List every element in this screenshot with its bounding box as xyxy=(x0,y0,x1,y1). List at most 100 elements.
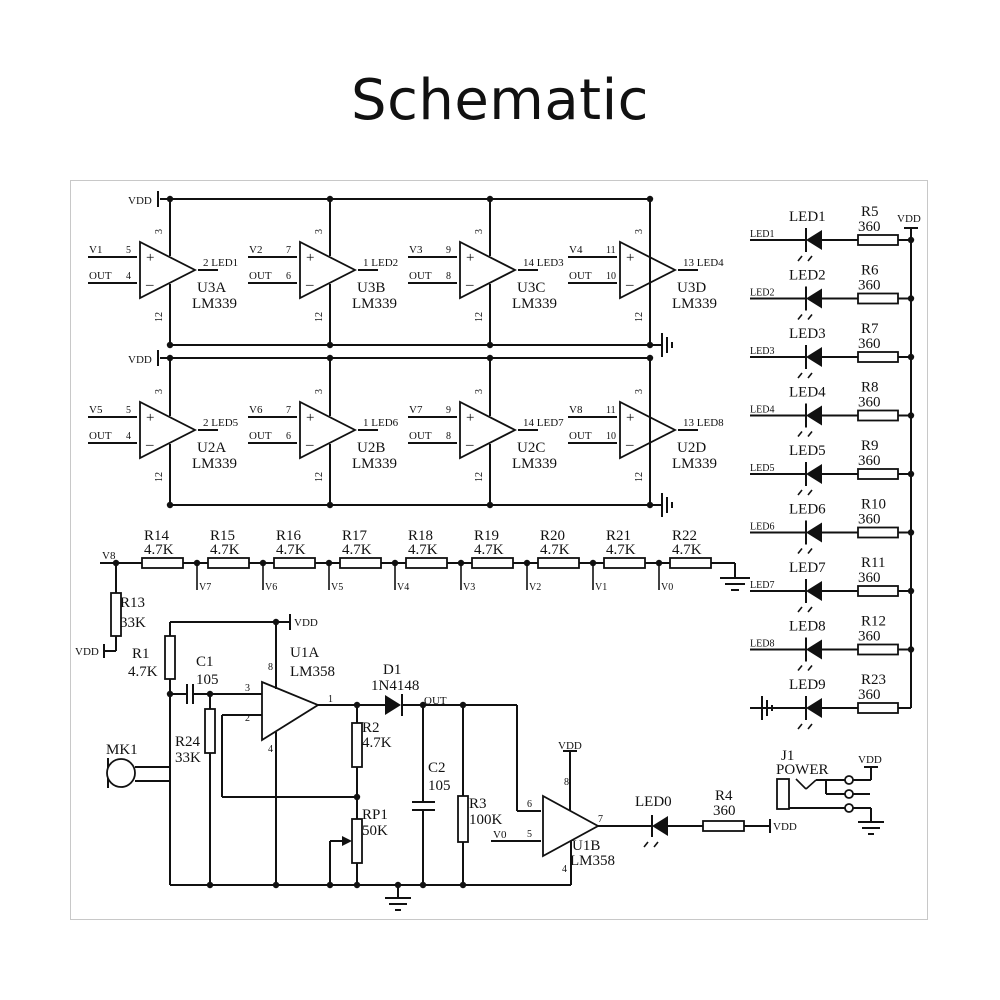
comparator-plus-net: V5 xyxy=(89,404,103,416)
junction-dot xyxy=(326,881,334,889)
led-ref: LED5 xyxy=(789,443,826,459)
comparator-vcc-pin: 3 xyxy=(154,389,165,394)
comparator-plus-pin: 11 xyxy=(606,405,616,416)
led-ref: LED2 xyxy=(789,268,826,284)
vdd-label-led-bank: VDD xyxy=(897,213,921,225)
u1b-plus-net: V0 xyxy=(493,829,507,841)
minus-sign: – xyxy=(465,437,474,453)
divider-resistor-ref: R21 xyxy=(606,528,631,544)
junction-dot xyxy=(486,501,494,509)
led-net-label: LED6 xyxy=(750,522,774,533)
led-resistor-value: 360 xyxy=(858,336,881,352)
comparator-vcc-pin: 3 xyxy=(634,229,645,234)
comparator-plus-pin: 7 xyxy=(286,405,291,416)
led-icon xyxy=(806,698,822,718)
led-resistor-ref: R5 xyxy=(861,204,879,220)
comparator-plus-pin: 7 xyxy=(286,245,291,256)
light-arrow-icon xyxy=(807,372,813,379)
led-ref: LED9 xyxy=(789,677,826,693)
light-arrow-icon xyxy=(807,606,813,613)
junction-dot xyxy=(326,354,334,362)
comparator-output-label: 13 LED4 xyxy=(683,257,724,269)
comparator-gnd-pin: 12 xyxy=(154,472,165,482)
light-arrow-icon xyxy=(807,489,813,496)
junction-dot xyxy=(353,701,361,709)
led-resistor-ref: R9 xyxy=(861,438,879,454)
comparator-output-label: 1 LED2 xyxy=(363,257,398,269)
comparator-part: LM339 xyxy=(672,456,717,472)
comparator-output-label: 13 LED8 xyxy=(683,417,724,429)
divider-resistor xyxy=(339,557,382,569)
junction-dot xyxy=(326,195,334,203)
comparator-symbol xyxy=(459,400,517,460)
junction-dot xyxy=(326,341,334,349)
led-resistor-ref: R11 xyxy=(861,555,885,571)
divider-resistor xyxy=(273,557,316,569)
led-net-label: LED2 xyxy=(750,288,774,299)
plus-sign: + xyxy=(466,410,474,426)
light-arrow-icon xyxy=(653,841,659,848)
light-arrow-icon xyxy=(797,431,803,437)
junction-dot xyxy=(394,881,402,889)
comparator-gnd-pin: 12 xyxy=(154,312,165,322)
comparator-part: LM339 xyxy=(192,456,237,472)
comparator-gnd-pin: 12 xyxy=(474,472,485,482)
r24-ref: R24 xyxy=(175,734,201,750)
comparator-gnd-pin: 12 xyxy=(314,472,325,482)
divider-resistor xyxy=(537,557,580,569)
led-net-label: LED3 xyxy=(750,346,774,357)
led-icon xyxy=(806,464,822,484)
comparator-plus-pin: 5 xyxy=(126,405,131,416)
page-title: Schematic xyxy=(351,68,649,133)
comparator-minus-net: OUT xyxy=(89,270,112,282)
light-arrow-icon xyxy=(643,841,649,848)
r4-value: 360 xyxy=(713,803,736,819)
junction-dot xyxy=(486,341,494,349)
junction-dot xyxy=(486,195,494,203)
light-arrow-icon xyxy=(797,372,803,379)
junction-dot xyxy=(907,353,915,361)
divider-tap-label: V3 xyxy=(463,582,475,593)
comparator-part: LM339 xyxy=(672,296,717,312)
comparator-part: LM339 xyxy=(512,456,557,472)
junction-dot xyxy=(486,354,494,362)
led-resistor-ref: R6 xyxy=(861,263,879,279)
comparator-gnd-pin: 12 xyxy=(474,312,485,322)
u1b-pin-gnd: 4 xyxy=(562,864,567,875)
comparator-symbol xyxy=(619,400,677,460)
divider-resistor-value: 4.7K xyxy=(672,542,702,558)
vdd-label-row1: VDD xyxy=(128,195,152,207)
divider-resistor-ref: R18 xyxy=(408,528,433,544)
led-resistor-ref: R10 xyxy=(861,497,886,513)
divider-resistor-ref: R17 xyxy=(342,528,368,544)
vdd-label-u1a: VDD xyxy=(294,617,318,629)
light-arrow-icon xyxy=(807,314,813,320)
comparator-symbol xyxy=(619,240,677,300)
vdd-label-row2: VDD xyxy=(128,354,152,366)
divider-tap-label: V6 xyxy=(265,582,277,593)
led-icon xyxy=(806,639,822,660)
junction-dot xyxy=(907,470,915,478)
minus-sign: – xyxy=(305,277,314,293)
led-icon xyxy=(806,230,822,250)
u1a-ref: U1A xyxy=(290,645,319,661)
led-ref: LED4 xyxy=(789,385,826,401)
r1-value: 4.7K xyxy=(128,664,158,680)
light-arrow-icon xyxy=(797,665,803,671)
j1-ref: J1 xyxy=(781,748,794,764)
junction-dot xyxy=(112,559,120,567)
divider-resistor-value: 4.7K xyxy=(210,542,240,558)
led-icon xyxy=(806,288,822,309)
u1b-pin-out: 7 xyxy=(598,814,603,825)
junction-dot xyxy=(907,587,915,595)
divider-resistor xyxy=(471,557,514,569)
comparator-minus-pin: 6 xyxy=(286,271,291,282)
divider-top-net: V8 xyxy=(102,550,116,562)
led-icon xyxy=(806,522,822,543)
junction-dot xyxy=(166,690,174,698)
comparator-plus-net: V7 xyxy=(409,404,423,416)
r13-ref: R13 xyxy=(120,595,145,611)
u1b-pin-minus: 6 xyxy=(527,799,532,810)
led-resistor-value: 360 xyxy=(858,278,881,294)
